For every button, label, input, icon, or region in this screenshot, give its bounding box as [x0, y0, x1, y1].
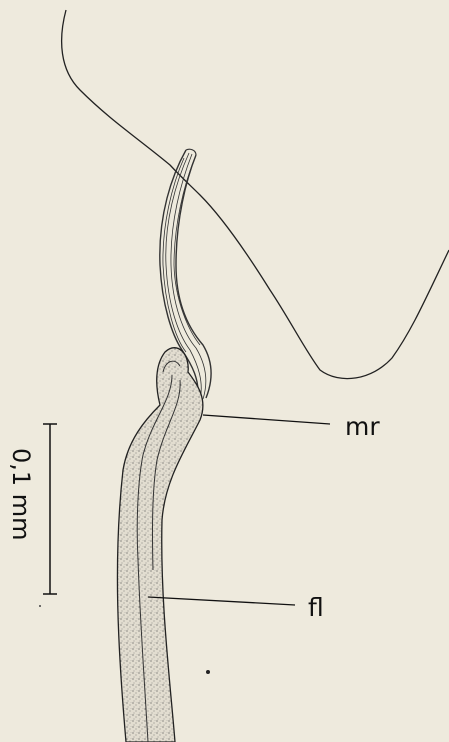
scale-bar: [43, 424, 57, 594]
mr-leader-line: [203, 415, 330, 424]
speck: [39, 605, 41, 607]
fl-label: fl: [308, 593, 324, 622]
scale-bar-label: 0,1 mm: [7, 448, 35, 541]
membrane-outline: [62, 10, 449, 379]
fl-stalk: [117, 348, 202, 742]
speck: [206, 670, 210, 674]
mr-label: mr: [345, 412, 380, 441]
fl-leader-line: [148, 597, 295, 605]
